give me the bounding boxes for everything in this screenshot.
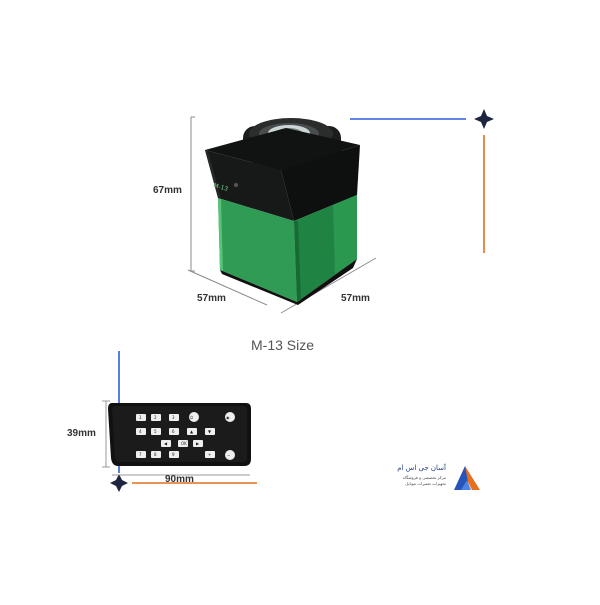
brand-logo-subtitle: مرکز تخصصی و فروشگاه xyxy=(402,475,446,480)
svg-text:5: 5 xyxy=(154,429,157,434)
svg-text:7: 7 xyxy=(139,452,142,457)
brand-logo-title: آسان جی اس ام xyxy=(397,464,446,472)
camera-width-left-guide xyxy=(187,269,268,306)
camera-size-title: M-13 Size xyxy=(251,337,315,353)
svg-text:◀: ◀ xyxy=(164,441,168,446)
camera-width-right-label: 57mm xyxy=(341,293,370,304)
svg-text:⏻: ⏻ xyxy=(190,415,194,420)
camera-width-left-label: 57mm xyxy=(197,293,226,304)
svg-text:▲: ▲ xyxy=(190,429,194,434)
brand-logo: آسان جی اس ام مرکز تخصصی و فروشگاه تجهیز… xyxy=(394,462,490,496)
brand-logo-subtitle-2: تجهیزات تعمیرات موبایل xyxy=(405,481,446,486)
svg-text:6: 6 xyxy=(172,429,175,434)
svg-text:M-13: M-13 xyxy=(212,182,228,193)
top-right-star-icon xyxy=(474,109,494,129)
svg-text:8: 8 xyxy=(154,452,157,457)
svg-text:+: + xyxy=(208,452,211,457)
remote-control-image: 1 2 3 ⏻ ◉ 4 5 6 ▲ ▼ ◀ OK ▶ 7 8 9 + − xyxy=(108,403,251,466)
svg-text:▼: ▼ xyxy=(208,429,212,434)
camera-image: M-13 RELIFE xyxy=(205,118,360,305)
svg-text:9: 9 xyxy=(172,452,175,457)
remote-star-icon xyxy=(110,474,128,492)
svg-text:1: 1 xyxy=(139,415,142,420)
brand-logo-mark-icon xyxy=(454,466,480,490)
camera-height-label: 67mm xyxy=(153,185,182,196)
svg-text:−: − xyxy=(227,453,230,458)
svg-text:3: 3 xyxy=(172,415,175,420)
svg-text:2: 2 xyxy=(154,415,157,420)
svg-text:OK: OK xyxy=(181,441,187,446)
remote-width-label: 90mm xyxy=(165,474,194,485)
remote-height-label: 39mm xyxy=(67,428,96,439)
svg-text:◉: ◉ xyxy=(226,415,230,420)
svg-text:▶: ▶ xyxy=(196,441,200,446)
svg-text:4: 4 xyxy=(139,429,142,434)
